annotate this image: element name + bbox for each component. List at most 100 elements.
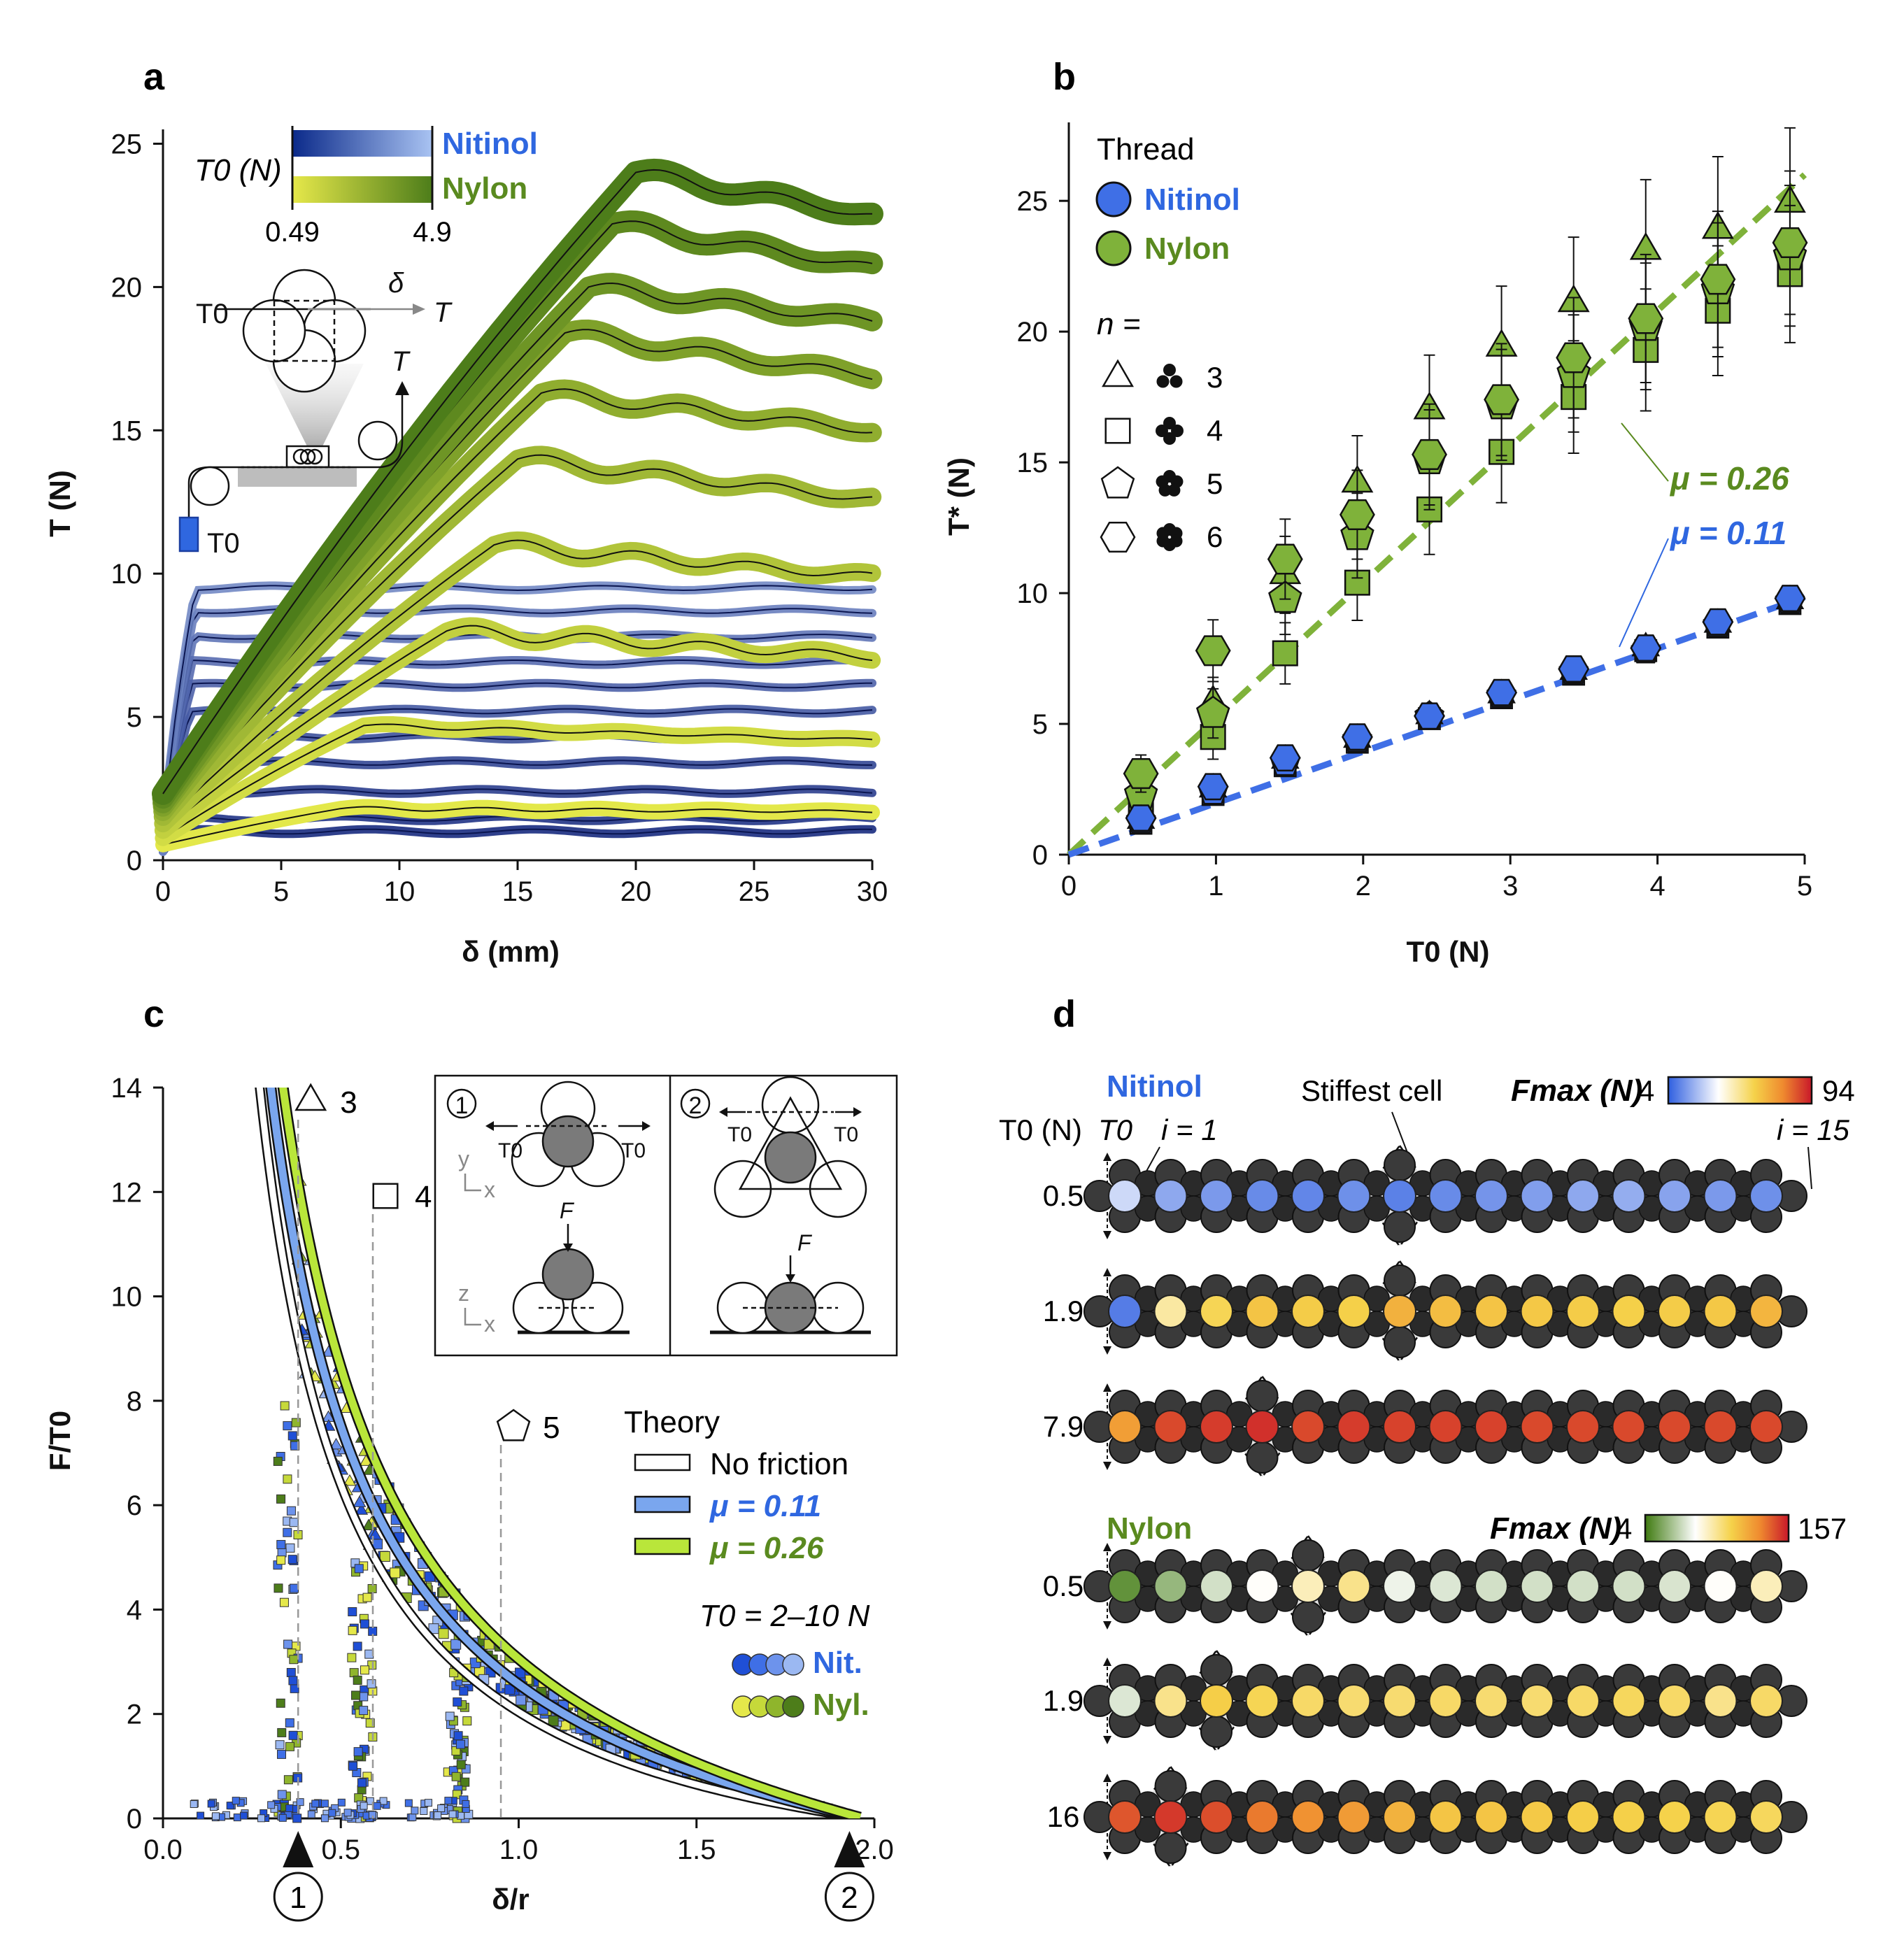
cell-sphere-center xyxy=(1337,1569,1371,1603)
scatter-point xyxy=(444,1797,453,1805)
scatter-point xyxy=(460,1777,470,1787)
cell-sphere-center xyxy=(1475,1800,1508,1834)
scatter-point xyxy=(367,1660,377,1670)
scatter-point xyxy=(390,1567,401,1579)
inset-axis-x-top: x xyxy=(484,1177,495,1202)
t0-arrow-head xyxy=(1103,1736,1111,1744)
x-tick-label: 3 xyxy=(1502,871,1518,902)
inset-t0-left-1: T0 xyxy=(498,1139,523,1162)
x-tick-label: 5 xyxy=(1797,871,1812,902)
scatter-point xyxy=(286,1506,296,1516)
fit-label-mu026: μ = 0.26 xyxy=(1669,460,1789,497)
legend-nitinol-label: Nitinol xyxy=(442,127,538,161)
theory-mu011 xyxy=(267,1088,861,1818)
t0-arrow-head xyxy=(1103,1852,1111,1860)
scatter-point xyxy=(277,1749,287,1759)
scatter-point xyxy=(233,1814,241,1822)
nylon-fmax-label: Fmax (N) xyxy=(1490,1511,1621,1546)
nitinol-n6-point xyxy=(1341,723,1373,751)
chain-t0-label: 16 xyxy=(1047,1800,1080,1833)
cell-sphere-center xyxy=(1520,1410,1554,1444)
panel-a-xlabel: δ (mm) xyxy=(462,935,560,968)
x-tick-label: 0 xyxy=(155,876,171,907)
scatter-point xyxy=(359,1706,369,1716)
legend-nitinol-marker xyxy=(1095,181,1132,218)
chain-t0-label: 0.5 xyxy=(1043,1569,1084,1602)
nylon-curve-mean xyxy=(162,539,873,825)
inset-panel-1-label: 1 xyxy=(455,1092,469,1119)
cell-sphere-center xyxy=(1108,1410,1142,1444)
cell-sphere-center xyxy=(1200,1179,1233,1213)
legend-cluster-dot xyxy=(1156,375,1170,388)
inset-axis-x-bottom: x xyxy=(484,1311,495,1337)
theory-mu026 xyxy=(279,1088,862,1818)
nitinol-n6-point xyxy=(1125,804,1157,832)
y-tick-label: 2 xyxy=(127,1700,142,1730)
legend-cluster-dot xyxy=(1156,527,1170,540)
scatter-point xyxy=(273,1456,283,1466)
inset-axis-z: z xyxy=(458,1281,469,1306)
t0-arrow-head xyxy=(1103,1658,1111,1666)
y-tick-label: 5 xyxy=(127,702,142,733)
y-tick-label: 14 xyxy=(111,1073,143,1104)
y-tick-label: 20 xyxy=(111,272,143,303)
y-tick-label: 25 xyxy=(1017,186,1049,217)
cell-sphere-center xyxy=(1245,1684,1279,1718)
legend-cluster-dot xyxy=(1156,475,1169,488)
cell-sphere-center xyxy=(1566,1569,1600,1603)
legend-cluster-dot xyxy=(1163,417,1176,429)
t0-legend-label: T0 (N) xyxy=(194,153,282,187)
nylon-n6-point xyxy=(1484,384,1520,415)
scatter-point xyxy=(359,1692,369,1702)
panel-a-ylabel: T (N) xyxy=(43,470,76,537)
legend-cluster-dot xyxy=(1167,483,1181,497)
inset-t0-right-2: T0 xyxy=(834,1123,858,1146)
cell-sphere-center xyxy=(1383,1295,1416,1328)
scatter-point xyxy=(276,1539,286,1549)
n-marker-shape-3 xyxy=(294,1083,327,1111)
scatter-point xyxy=(362,1593,372,1602)
scatter-point xyxy=(285,1741,294,1751)
cell-sphere-center xyxy=(1428,1410,1463,1444)
panel-b-ylabel: T* (N) xyxy=(942,457,975,536)
scatter-point xyxy=(285,1543,295,1553)
fit-leader-mu026 xyxy=(1621,422,1669,482)
cell-sphere-center xyxy=(1749,1800,1783,1834)
scatter-point xyxy=(278,1814,287,1822)
cell-sphere-bottom xyxy=(1200,1716,1232,1748)
scatter-point xyxy=(311,1800,320,1808)
scatter-point xyxy=(320,1814,329,1823)
legend-shape-n5 xyxy=(1100,466,1135,499)
cell-sphere-center xyxy=(1566,1179,1600,1213)
y-tick-label: 10 xyxy=(111,1282,143,1313)
cell-sphere-center xyxy=(1749,1569,1783,1603)
legend-no-friction: No friction xyxy=(710,1447,848,1481)
scatter-point xyxy=(197,1811,205,1820)
nitinol-n6-point xyxy=(1197,773,1229,801)
scatter-point xyxy=(438,1628,449,1639)
x-tick-label: 2 xyxy=(1356,871,1371,902)
cell-sphere-center xyxy=(1566,1295,1600,1328)
cell-sphere-center xyxy=(1383,1800,1416,1834)
cell-sphere-center xyxy=(1153,1410,1188,1444)
arrow-marker-circle xyxy=(273,1872,323,1922)
cell-sphere-center xyxy=(1703,1800,1738,1834)
legend-n-title: n = xyxy=(1097,307,1140,341)
legend-dot-rows xyxy=(732,1653,804,1718)
legend-theory-title: Theory xyxy=(624,1405,720,1439)
scatter-point xyxy=(296,1798,304,1807)
scatter-point xyxy=(328,1809,336,1817)
scatter-point xyxy=(207,1800,215,1808)
scatter-point xyxy=(348,1625,357,1635)
nylon-n6-point xyxy=(1412,439,1447,470)
chain-t0-label: 0.5 xyxy=(1043,1179,1084,1212)
scatter-point xyxy=(456,1760,466,1769)
scatter-point xyxy=(408,1813,417,1821)
cell-sphere-center xyxy=(1520,1684,1554,1718)
panel-a-letter: a xyxy=(143,56,165,98)
chain-t0-label: 1.9 xyxy=(1043,1295,1084,1327)
scatter-point xyxy=(280,1401,290,1411)
scatter-point xyxy=(343,1809,352,1817)
